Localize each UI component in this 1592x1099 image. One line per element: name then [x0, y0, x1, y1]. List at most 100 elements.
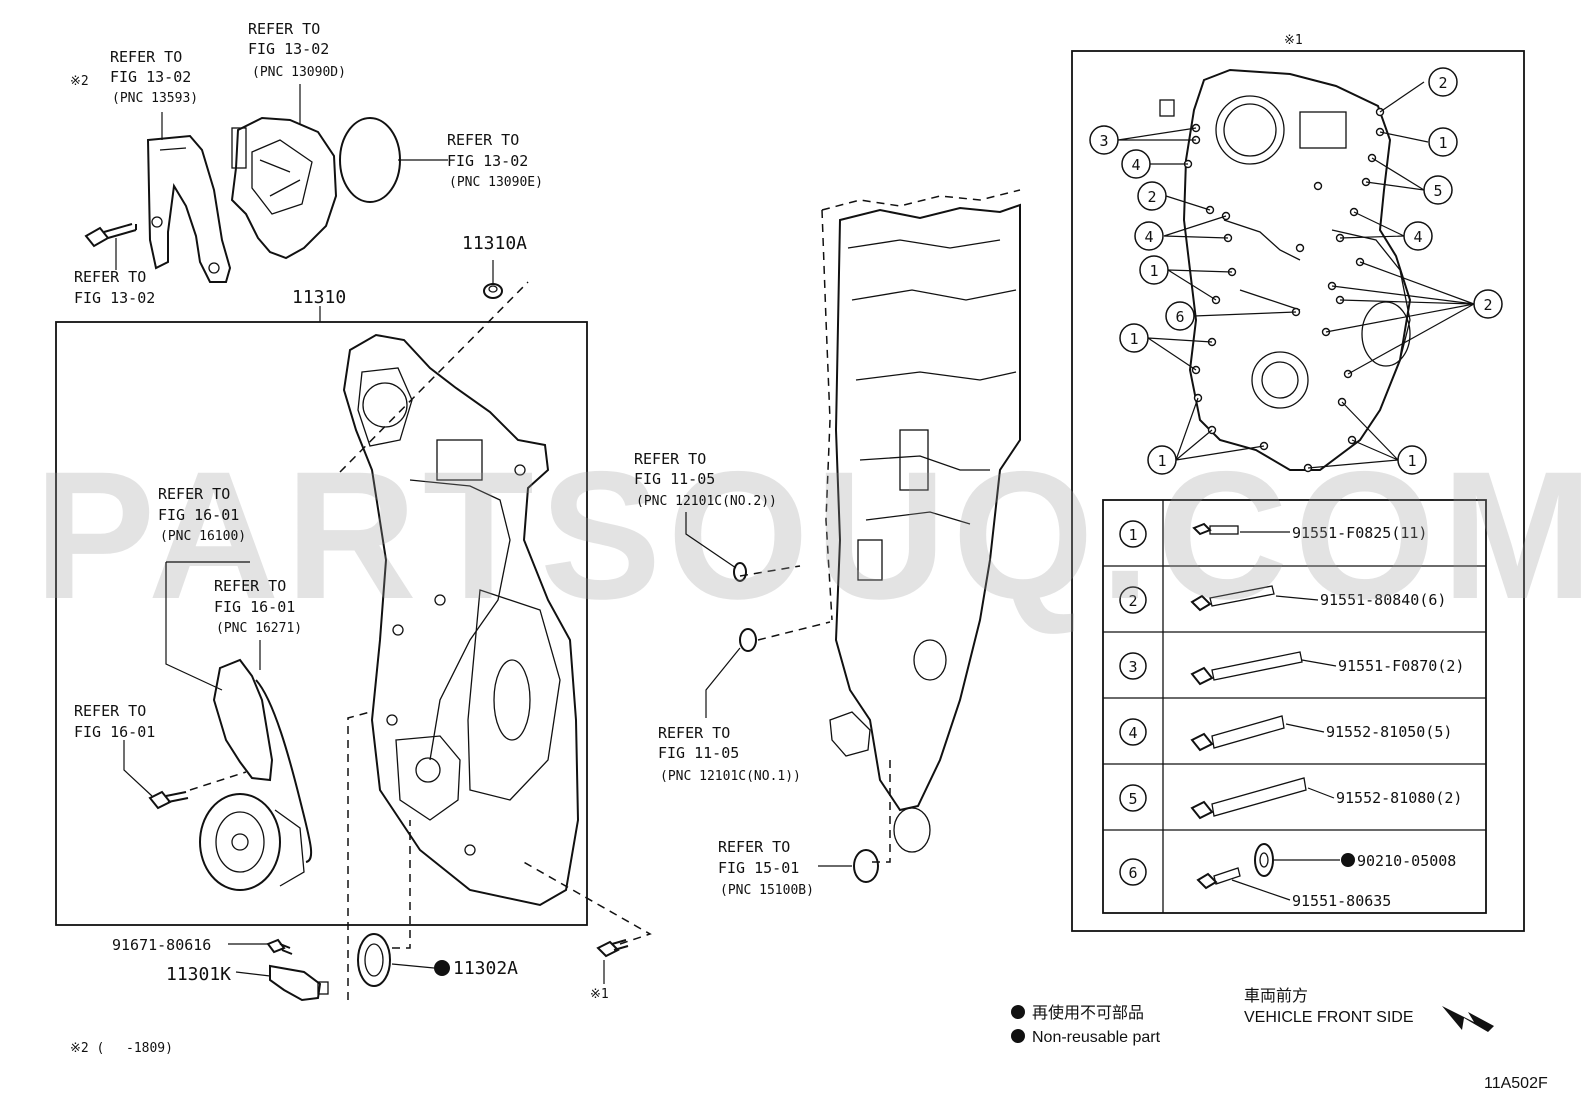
- part-11301k-label: 11301K: [166, 964, 231, 985]
- diagram-code: 11A502F: [1484, 1075, 1548, 1092]
- refer-15100b-line3: (PNC 15100B): [720, 883, 814, 898]
- callout-1: 1: [1149, 262, 1158, 280]
- table-row2-part: 91551-80840(6): [1320, 591, 1446, 609]
- non-reusable-dot-6: [1341, 853, 1355, 867]
- watermark: PARTSOUQ.COM: [34, 433, 1592, 637]
- bolt-icon-3: [1190, 651, 1303, 686]
- timing-cover-box: [55, 321, 588, 926]
- callout-1: 1: [1407, 452, 1416, 470]
- o-ring-13090e: [339, 117, 401, 203]
- refer-16-line1: REFER TO: [74, 702, 146, 720]
- water-pump-gasket-part: [212, 658, 313, 863]
- timing-chain-cover-part: [342, 333, 580, 907]
- part-11310a-label: 11310A: [462, 233, 527, 254]
- refer-13593-line1: REFER TO: [110, 48, 182, 66]
- legend-dot-jp: [1011, 1005, 1025, 1019]
- table-row6-num: 6: [1128, 864, 1137, 882]
- rear-plate-part: [146, 134, 232, 283]
- table-row1-num: 1: [1128, 526, 1137, 544]
- bolt-icon-5: [1190, 777, 1307, 820]
- legend-en: Non-reusable part: [1032, 1029, 1161, 1046]
- bolt-16-01: [148, 790, 189, 810]
- refer-12101c2-line2: FIG 11-05: [634, 470, 715, 488]
- o-ring-12101c-no2: [733, 562, 747, 582]
- label-leaders: [115, 84, 852, 984]
- legend-jp: 再使用不可部品: [1032, 1004, 1144, 1022]
- refer-13593-line2: FIG 13-02: [110, 68, 191, 86]
- bolt-icon-1: [1192, 522, 1239, 536]
- table-row1-part: 91551-F0825(11): [1292, 524, 1427, 542]
- refer-bolt-line1: REFER TO: [74, 268, 146, 286]
- refer-16271-line2: FIG 16-01: [214, 598, 295, 616]
- cover-front-view-part: [1159, 68, 1412, 471]
- washer-icon: [1254, 843, 1274, 877]
- refer-13090e-line1: REFER TO: [447, 131, 519, 149]
- callout-circles: 2 1 3 4 2 5 4 4 1 2 6 1 1 1: [1089, 67, 1503, 475]
- o-ring-12101c-no1: [739, 628, 757, 652]
- callout-3: 3: [1099, 132, 1108, 150]
- mark2-top: ※2: [70, 74, 89, 89]
- callout-6: 6: [1175, 308, 1184, 326]
- table-row4-num: 4: [1128, 724, 1137, 742]
- table-row2-num: 2: [1128, 592, 1137, 610]
- callout-2: 2: [1147, 188, 1156, 206]
- bolt-mark1-part: [596, 939, 629, 958]
- callout-2: 2: [1438, 74, 1447, 92]
- part-11302a-label: 11302A: [453, 958, 518, 979]
- refer-16100-line1: REFER TO: [158, 485, 230, 503]
- non-reusable-dot-11302a: [434, 960, 450, 976]
- refer-13593-line3: (PNC 13593): [112, 91, 198, 106]
- table-row3-part: 91551-F0870(2): [1338, 657, 1464, 675]
- refer-12101c1-line2: FIG 11-05: [658, 744, 739, 762]
- refer-13090d-line2: FIG 13-02: [248, 40, 329, 58]
- part-11310-label: 11310: [292, 287, 346, 308]
- bolt-table: 1 91551-F0825(11) 2 91551-80840(6) 3 915…: [1102, 499, 1487, 914]
- bolt-13-02: [84, 223, 137, 248]
- bolt-icon-2: [1190, 585, 1275, 612]
- refer-12101c2-line3: (PNC 12101C(NO.2)): [636, 494, 777, 509]
- mark1-bottom: ※1: [590, 987, 609, 1002]
- refer-13090d-line3: (PNC 13090D): [252, 65, 346, 80]
- vacuum-pump-part: [230, 116, 338, 260]
- callout-1: 1: [1157, 452, 1166, 470]
- refer-12101c2-line1: REFER TO: [634, 450, 706, 468]
- callout-1: 1: [1129, 330, 1138, 348]
- o-ring-15100b: [853, 849, 879, 883]
- refer-bolt-line2: FIG 13-02: [74, 289, 155, 307]
- table-row5-part: 91552-81080(2): [1336, 789, 1462, 807]
- crank-sensor-part: [269, 964, 329, 1002]
- refer-16100-line2: FIG 16-01: [158, 506, 239, 524]
- footnote-mark: ※2 (: [70, 1041, 104, 1056]
- front-en: VEHICLE FRONT SIDE: [1244, 1009, 1414, 1026]
- table-row6-extra: 90210-05008: [1357, 852, 1456, 870]
- bolt-icon-4: [1190, 715, 1285, 752]
- refer-16271-line3: (PNC 16271): [216, 621, 302, 636]
- legend-dot-en: [1011, 1029, 1025, 1043]
- callout-4: 4: [1131, 156, 1140, 174]
- water-pump-part: [199, 793, 305, 891]
- bolt-91671-part: [266, 938, 293, 955]
- engine-block-part: [821, 189, 1021, 853]
- front-arrow-icon: [1442, 1006, 1494, 1032]
- bolt-icon-6: [1196, 867, 1241, 890]
- refer-12101c1-line1: REFER TO: [658, 724, 730, 742]
- bolt-hole-dots: [1183, 107, 1385, 473]
- mark1-top: ※1: [1284, 33, 1303, 48]
- oil-seal-part: [357, 933, 391, 987]
- refer-13090e-line3: (PNC 13090E): [449, 175, 543, 190]
- callout-5: 5: [1433, 182, 1442, 200]
- refer-12101c1-line3: (PNC 12101C(NO.1)): [660, 769, 801, 784]
- table-row5-num: 5: [1128, 790, 1137, 808]
- refer-16-line2: FIG 16-01: [74, 723, 155, 741]
- table-row6-part: 91551-80635: [1292, 892, 1391, 910]
- footnote-range: -1809): [126, 1041, 173, 1056]
- front-jp: 車両前方: [1244, 987, 1308, 1005]
- refer-16271-line1: REFER TO: [214, 577, 286, 595]
- callout-1: 1: [1438, 134, 1447, 152]
- part-91671-label: 91671-80616: [112, 936, 211, 954]
- leader-lines: [1117, 81, 1475, 469]
- refer-13090d-line1: REFER TO: [248, 20, 320, 38]
- plug-11310a-part: [483, 283, 503, 299]
- callout-2: 2: [1483, 296, 1492, 314]
